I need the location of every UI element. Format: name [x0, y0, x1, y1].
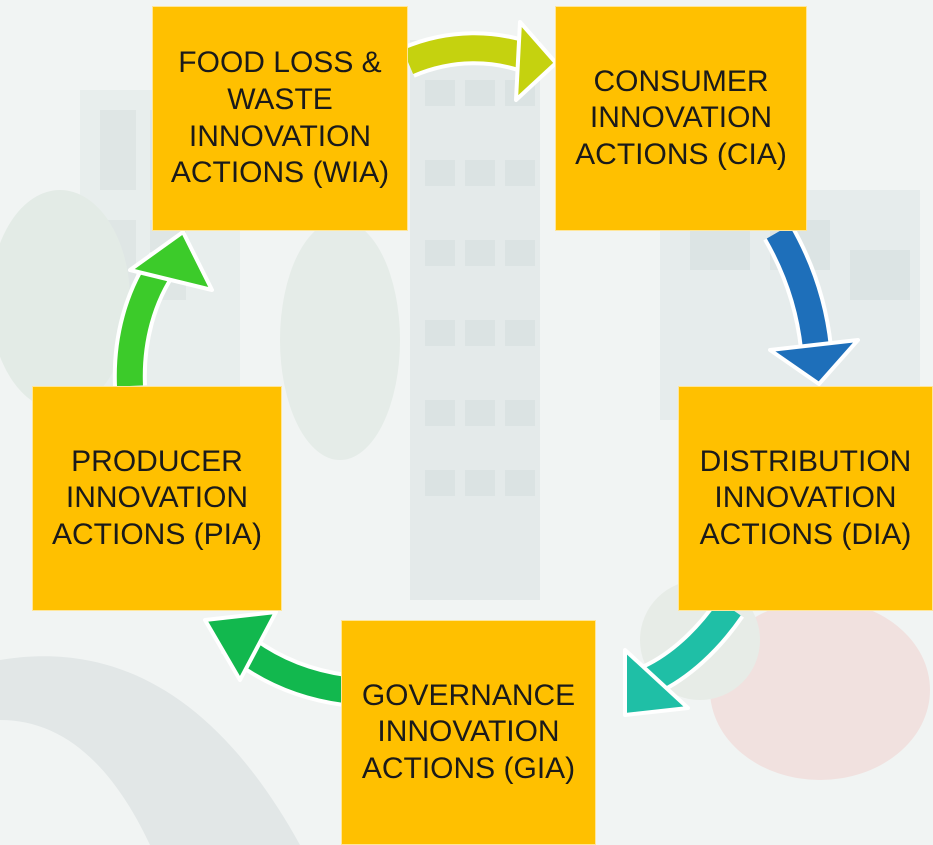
node-label: GOVERNANCE INNOVATION ACTIONS (GIA) [361, 678, 576, 785]
node-label: FOOD LOSS & WASTE INNOVATION ACTIONS (WI… [170, 46, 390, 190]
node-food-loss-waste: FOOD LOSS & WASTE INNOVATION ACTIONS (WI… [152, 6, 408, 231]
arrow-gia-to-pia [203, 610, 348, 707]
node-producer: PRODUCER INNOVATION ACTIONS (PIA) [32, 386, 282, 611]
arrow-cia-to-dia [763, 223, 860, 386]
arrow-pia-to-wia [112, 230, 214, 387]
node-distribution: DISTRIBUTION INNOVATION ACTIONS (DIA) [678, 386, 933, 611]
node-governance: GOVERNANCE INNOVATION ACTIONS (GIA) [341, 620, 596, 845]
arrow-wia-to-cia [401, 20, 558, 102]
node-consumer: CONSUMER INNOVATION ACTIONS (CIA) [555, 6, 807, 231]
node-label: CONSUMER INNOVATION ACTIONS (CIA) [575, 64, 787, 171]
arrow-dia-to-gia [623, 598, 745, 717]
node-label: PRODUCER INNOVATION ACTIONS (PIA) [51, 444, 262, 551]
node-label: DISTRIBUTION INNOVATION ACTIONS (DIA) [699, 444, 912, 551]
